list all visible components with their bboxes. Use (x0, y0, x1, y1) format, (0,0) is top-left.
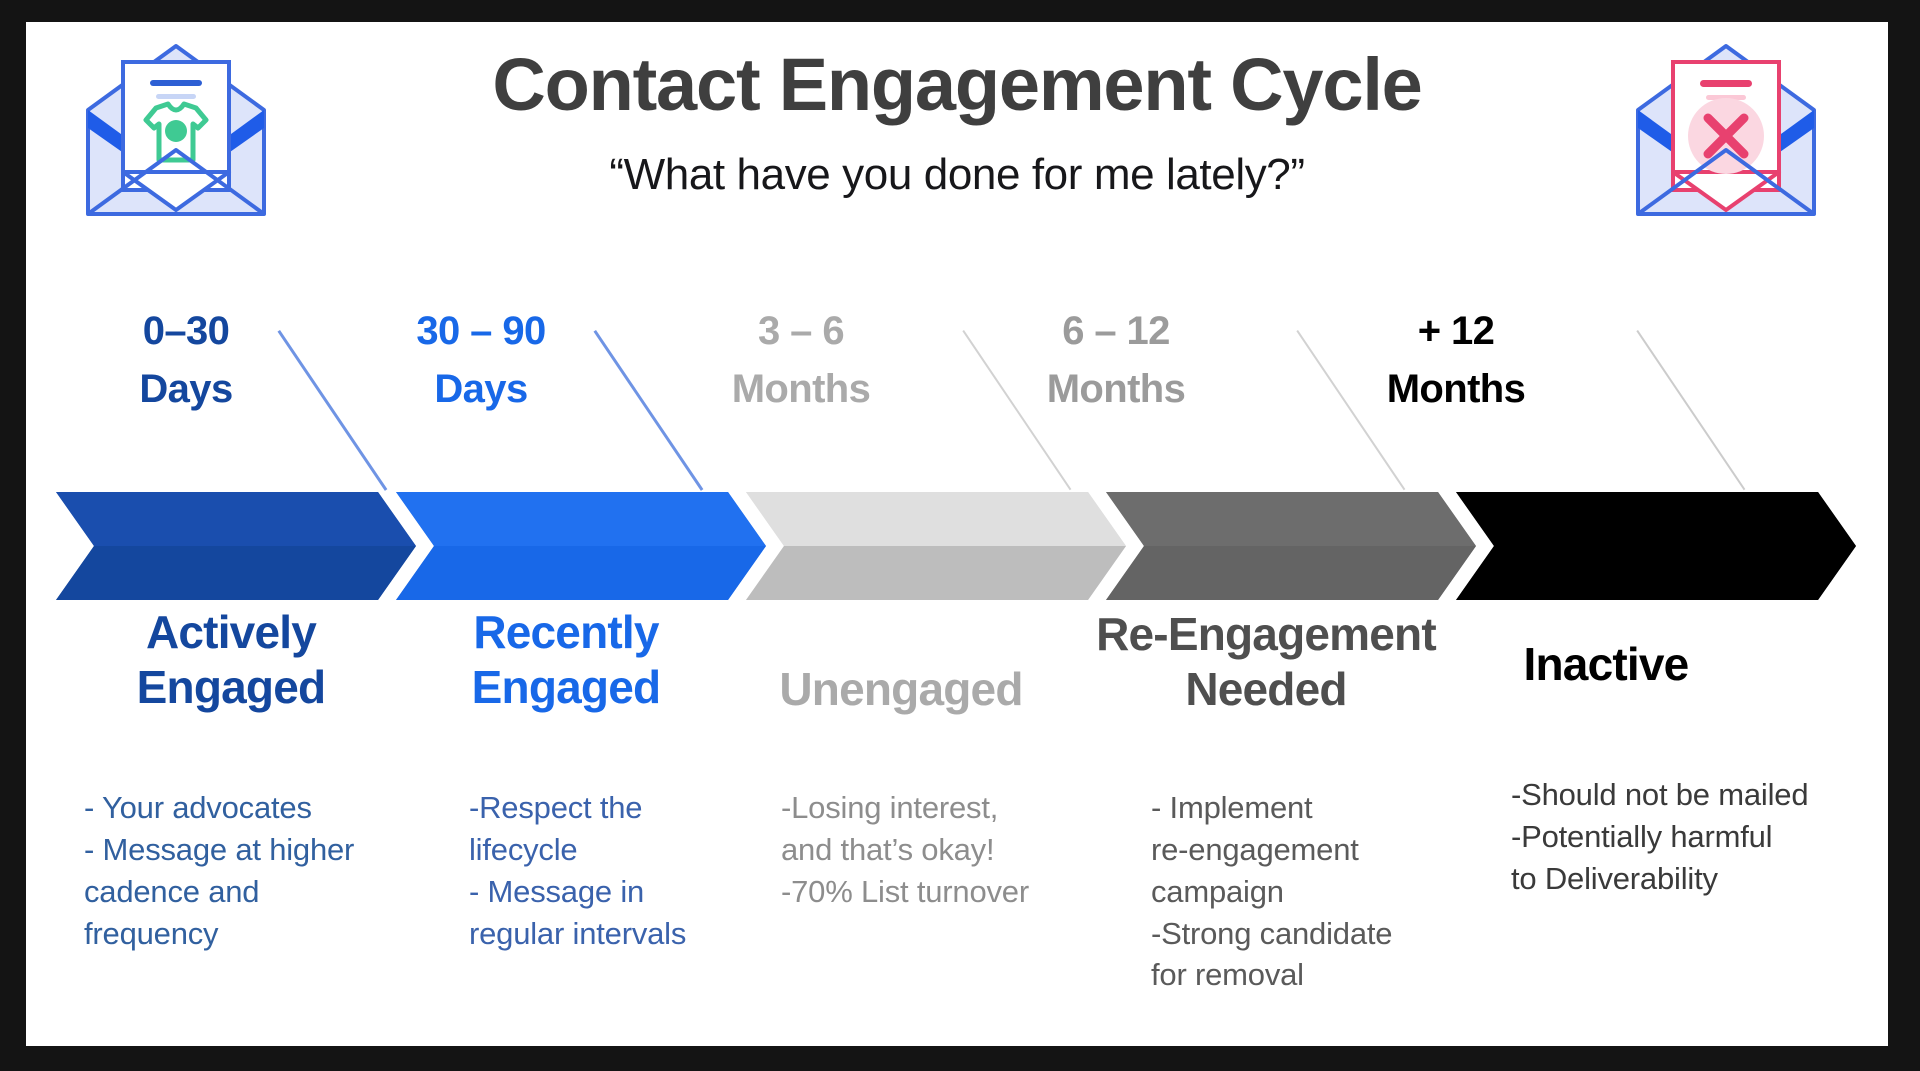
timeframe-label-1: 0–30 Days (139, 309, 233, 411)
header: Contact Engagement Cycle “What have you … (26, 22, 1888, 242)
open-envelope-with-x-letter-icon (1626, 32, 1826, 222)
chevron-shadow (1106, 546, 1476, 600)
stage-chevron-5 (1456, 492, 1856, 600)
timeframe-label-2: 30 – 90 Days (416, 309, 546, 411)
timeframe-label-5: + 12 Months (1386, 309, 1526, 411)
chevron-highlight (56, 492, 416, 546)
chevron-highlight (1106, 492, 1476, 546)
timeframe-label-3: 3 – 6 Months (731, 309, 871, 411)
stage-name-4: Re-Engagement Needed (1096, 608, 1437, 716)
chevron-shadow (396, 546, 766, 600)
chevron-shadow (56, 546, 416, 600)
stage-chevron-1 (56, 492, 416, 600)
chevron-shadow (746, 546, 1126, 600)
page-title: Contact Engagement Cycle (492, 43, 1423, 126)
open-envelope-with-tshirt-letter-icon (76, 32, 276, 222)
stage-details-3: -Losing interest, and that’s okay! -70% … (781, 790, 1029, 909)
stage-details-1: - Your advocates - Message at higher cad… (84, 790, 355, 951)
stage-details-4: - Implement re-engagement campaign -Stro… (1151, 790, 1393, 993)
stage-chevron-3 (746, 492, 1126, 600)
stage-name-2: Recently Engaged (471, 606, 661, 714)
stage-details-2: -Respect the lifecycle - Message in regu… (469, 790, 687, 951)
stage-chevron-4 (1106, 492, 1476, 600)
connector-line-5 (1636, 330, 1746, 491)
stage-name-1: Actively Engaged (136, 606, 326, 714)
stage-name-5: Inactive (1523, 638, 1690, 690)
chevron-highlight (746, 492, 1126, 546)
stage-chevron-2 (396, 492, 766, 600)
infographic-canvas: Contact Engagement Cycle “What have you … (26, 22, 1888, 1046)
engagement-stage-band (26, 492, 1888, 600)
chevron-highlight (1456, 492, 1856, 546)
stage-name-3: Unengaged (779, 663, 1023, 715)
stage-details-5: -Should not be mailed -Potentially harmf… (1511, 777, 1809, 896)
timeframe-label-4: 6 – 12 Months (1046, 309, 1186, 411)
chevron-highlight (396, 492, 766, 546)
page-subtitle: “What have you done for me lately?” (609, 150, 1305, 199)
chevron-shadow (1456, 546, 1856, 600)
